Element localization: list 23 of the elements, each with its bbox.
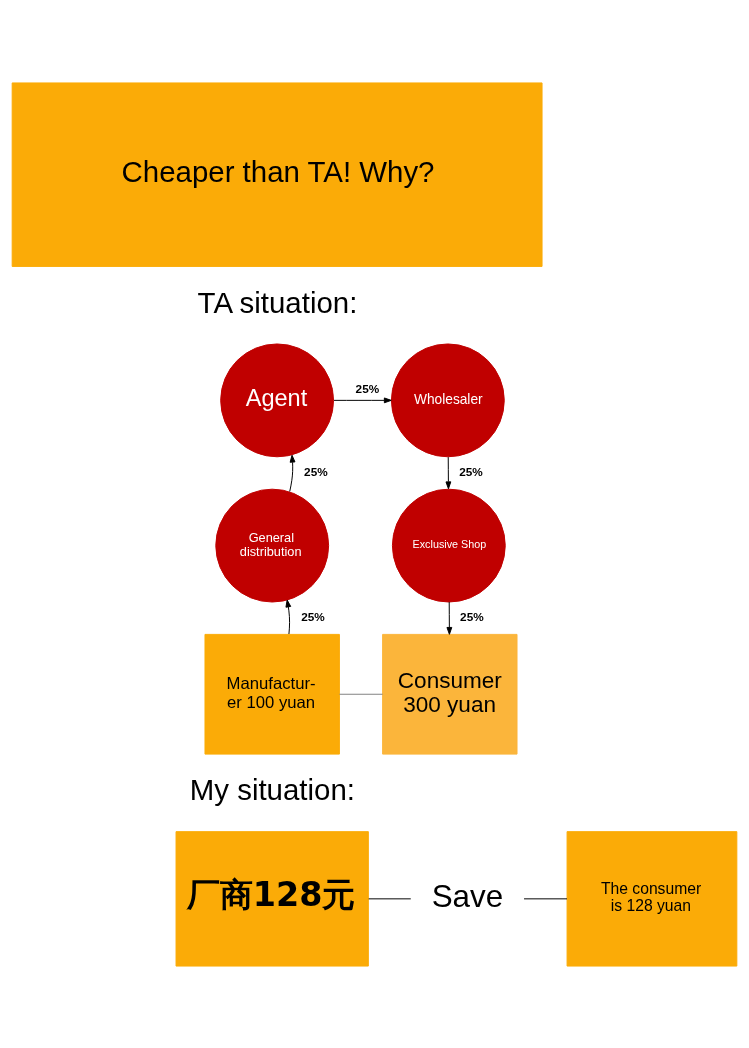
edge-label: 25% <box>301 609 325 623</box>
node-box: The consumer is 128 yuan <box>566 830 738 967</box>
node-box: Manufactur- er 100 yuan <box>204 633 340 755</box>
edge-label: 25% <box>304 464 328 478</box>
edge-label: 25% <box>459 464 483 478</box>
arrow <box>333 396 392 403</box>
label: My situation: <box>189 772 355 806</box>
node-circle: Exclusive Shop <box>391 488 506 602</box>
arrow <box>445 456 452 489</box>
arrow <box>289 454 296 492</box>
node-circle: General distribution <box>215 488 330 602</box>
arrow <box>285 599 292 634</box>
node-box: Cheaper than TA! Why? <box>11 81 543 267</box>
node-circle: Wholesaler <box>390 342 505 457</box>
edge-label: 25% <box>460 609 484 623</box>
node-circle: Agent <box>220 342 334 457</box>
node-text: Save <box>431 878 504 914</box>
connector <box>339 693 384 695</box>
edge-label: 25% <box>355 381 380 395</box>
node-box: 厂商128元 <box>175 830 369 967</box>
label: TA situation: <box>197 285 358 319</box>
arrow <box>446 601 453 635</box>
node-box: Consumer 300 yuan <box>382 633 518 755</box>
